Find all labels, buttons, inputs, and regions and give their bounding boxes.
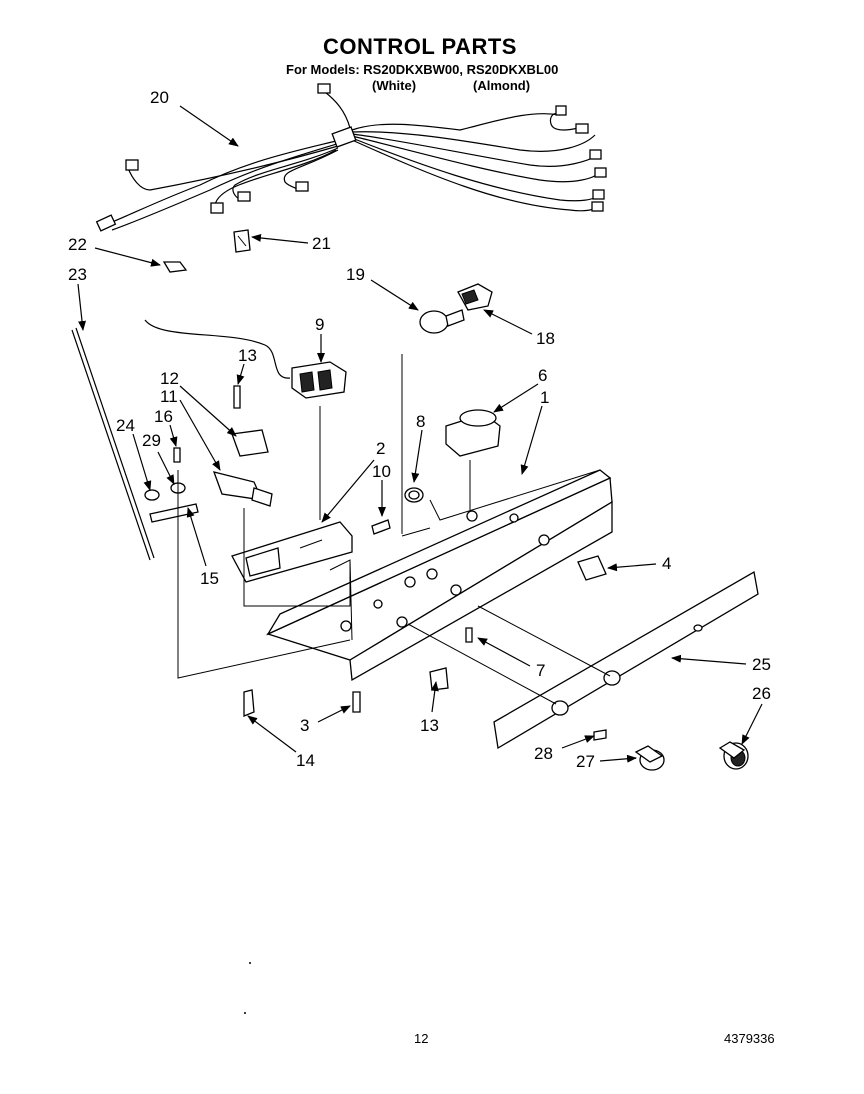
wire-retainer-clip (243, 689, 255, 717)
callout-29: 29 (142, 431, 161, 450)
callout-24: 24 (116, 416, 135, 435)
screw (352, 691, 361, 713)
callout-20: 20 (150, 88, 169, 107)
control-knob (634, 745, 665, 771)
callout-25: 25 (752, 655, 771, 674)
assembly-guide-lines (177, 354, 611, 705)
light-bulb (419, 309, 465, 334)
callout-7: 7 (536, 661, 545, 680)
document-number: 4379336 (724, 1031, 775, 1046)
callout-18: 18 (536, 329, 555, 348)
callout-12: 12 (160, 369, 179, 388)
shaft-rod (71, 327, 155, 561)
callout-1: 1 (540, 388, 549, 407)
control-housing (266, 469, 613, 682)
callout-13: 13 (238, 346, 257, 365)
callout-22: 22 (68, 235, 87, 254)
callout-6: 6 (538, 366, 547, 385)
light-socket (457, 283, 493, 311)
page-title: CONTROL PARTS (323, 34, 517, 59)
callout-13-lower: 13 (420, 716, 439, 735)
screw (465, 627, 473, 643)
control-knob (718, 741, 749, 770)
callout-26: 26 (752, 684, 771, 703)
page-number: 12 (414, 1031, 429, 1046)
callout-10: 10 (372, 462, 391, 481)
harness-tie (162, 261, 188, 273)
light-switch (404, 487, 424, 503)
callout-23: 23 (68, 265, 87, 284)
callout-numbers: 20 21 22 23 19 18 9 13 12 11 16 24 29 6 … (68, 88, 771, 771)
screw (233, 385, 241, 409)
callout-11: 11 (160, 387, 178, 406)
control-panel (493, 570, 759, 750)
washer (144, 447, 186, 501)
callout-2: 2 (376, 439, 385, 458)
link-arm (149, 503, 199, 523)
callout-16: 16 (154, 407, 173, 426)
callout-leaders (77, 105, 763, 763)
screw (429, 667, 449, 691)
control-shaft (212, 471, 273, 507)
bracket (231, 429, 269, 457)
callout-4: 4 (662, 554, 671, 573)
callout-28: 28 (534, 744, 553, 763)
callout-3: 3 (300, 716, 309, 735)
model-numbers: For Models: RS20DKXBW00, RS20DKXBL00 (286, 62, 559, 77)
wire-clip (233, 229, 251, 253)
callout-14: 14 (296, 751, 315, 770)
callout-19: 19 (346, 265, 365, 284)
knob-pointer (593, 729, 607, 741)
mounting-plate (231, 521, 353, 583)
control-bracket (577, 555, 607, 581)
screw (371, 519, 391, 535)
callout-15: 15 (200, 569, 219, 588)
color-almond-label: (Almond) (473, 78, 531, 93)
callout-9: 9 (315, 315, 324, 334)
callout-27: 27 (576, 752, 595, 771)
wiring-harness (95, 83, 607, 232)
defrost-timer (445, 409, 501, 457)
thermostat (144, 319, 347, 399)
color-white-label: (White) (372, 78, 417, 93)
callout-21: 21 (312, 234, 331, 253)
callout-8: 8 (416, 412, 425, 431)
